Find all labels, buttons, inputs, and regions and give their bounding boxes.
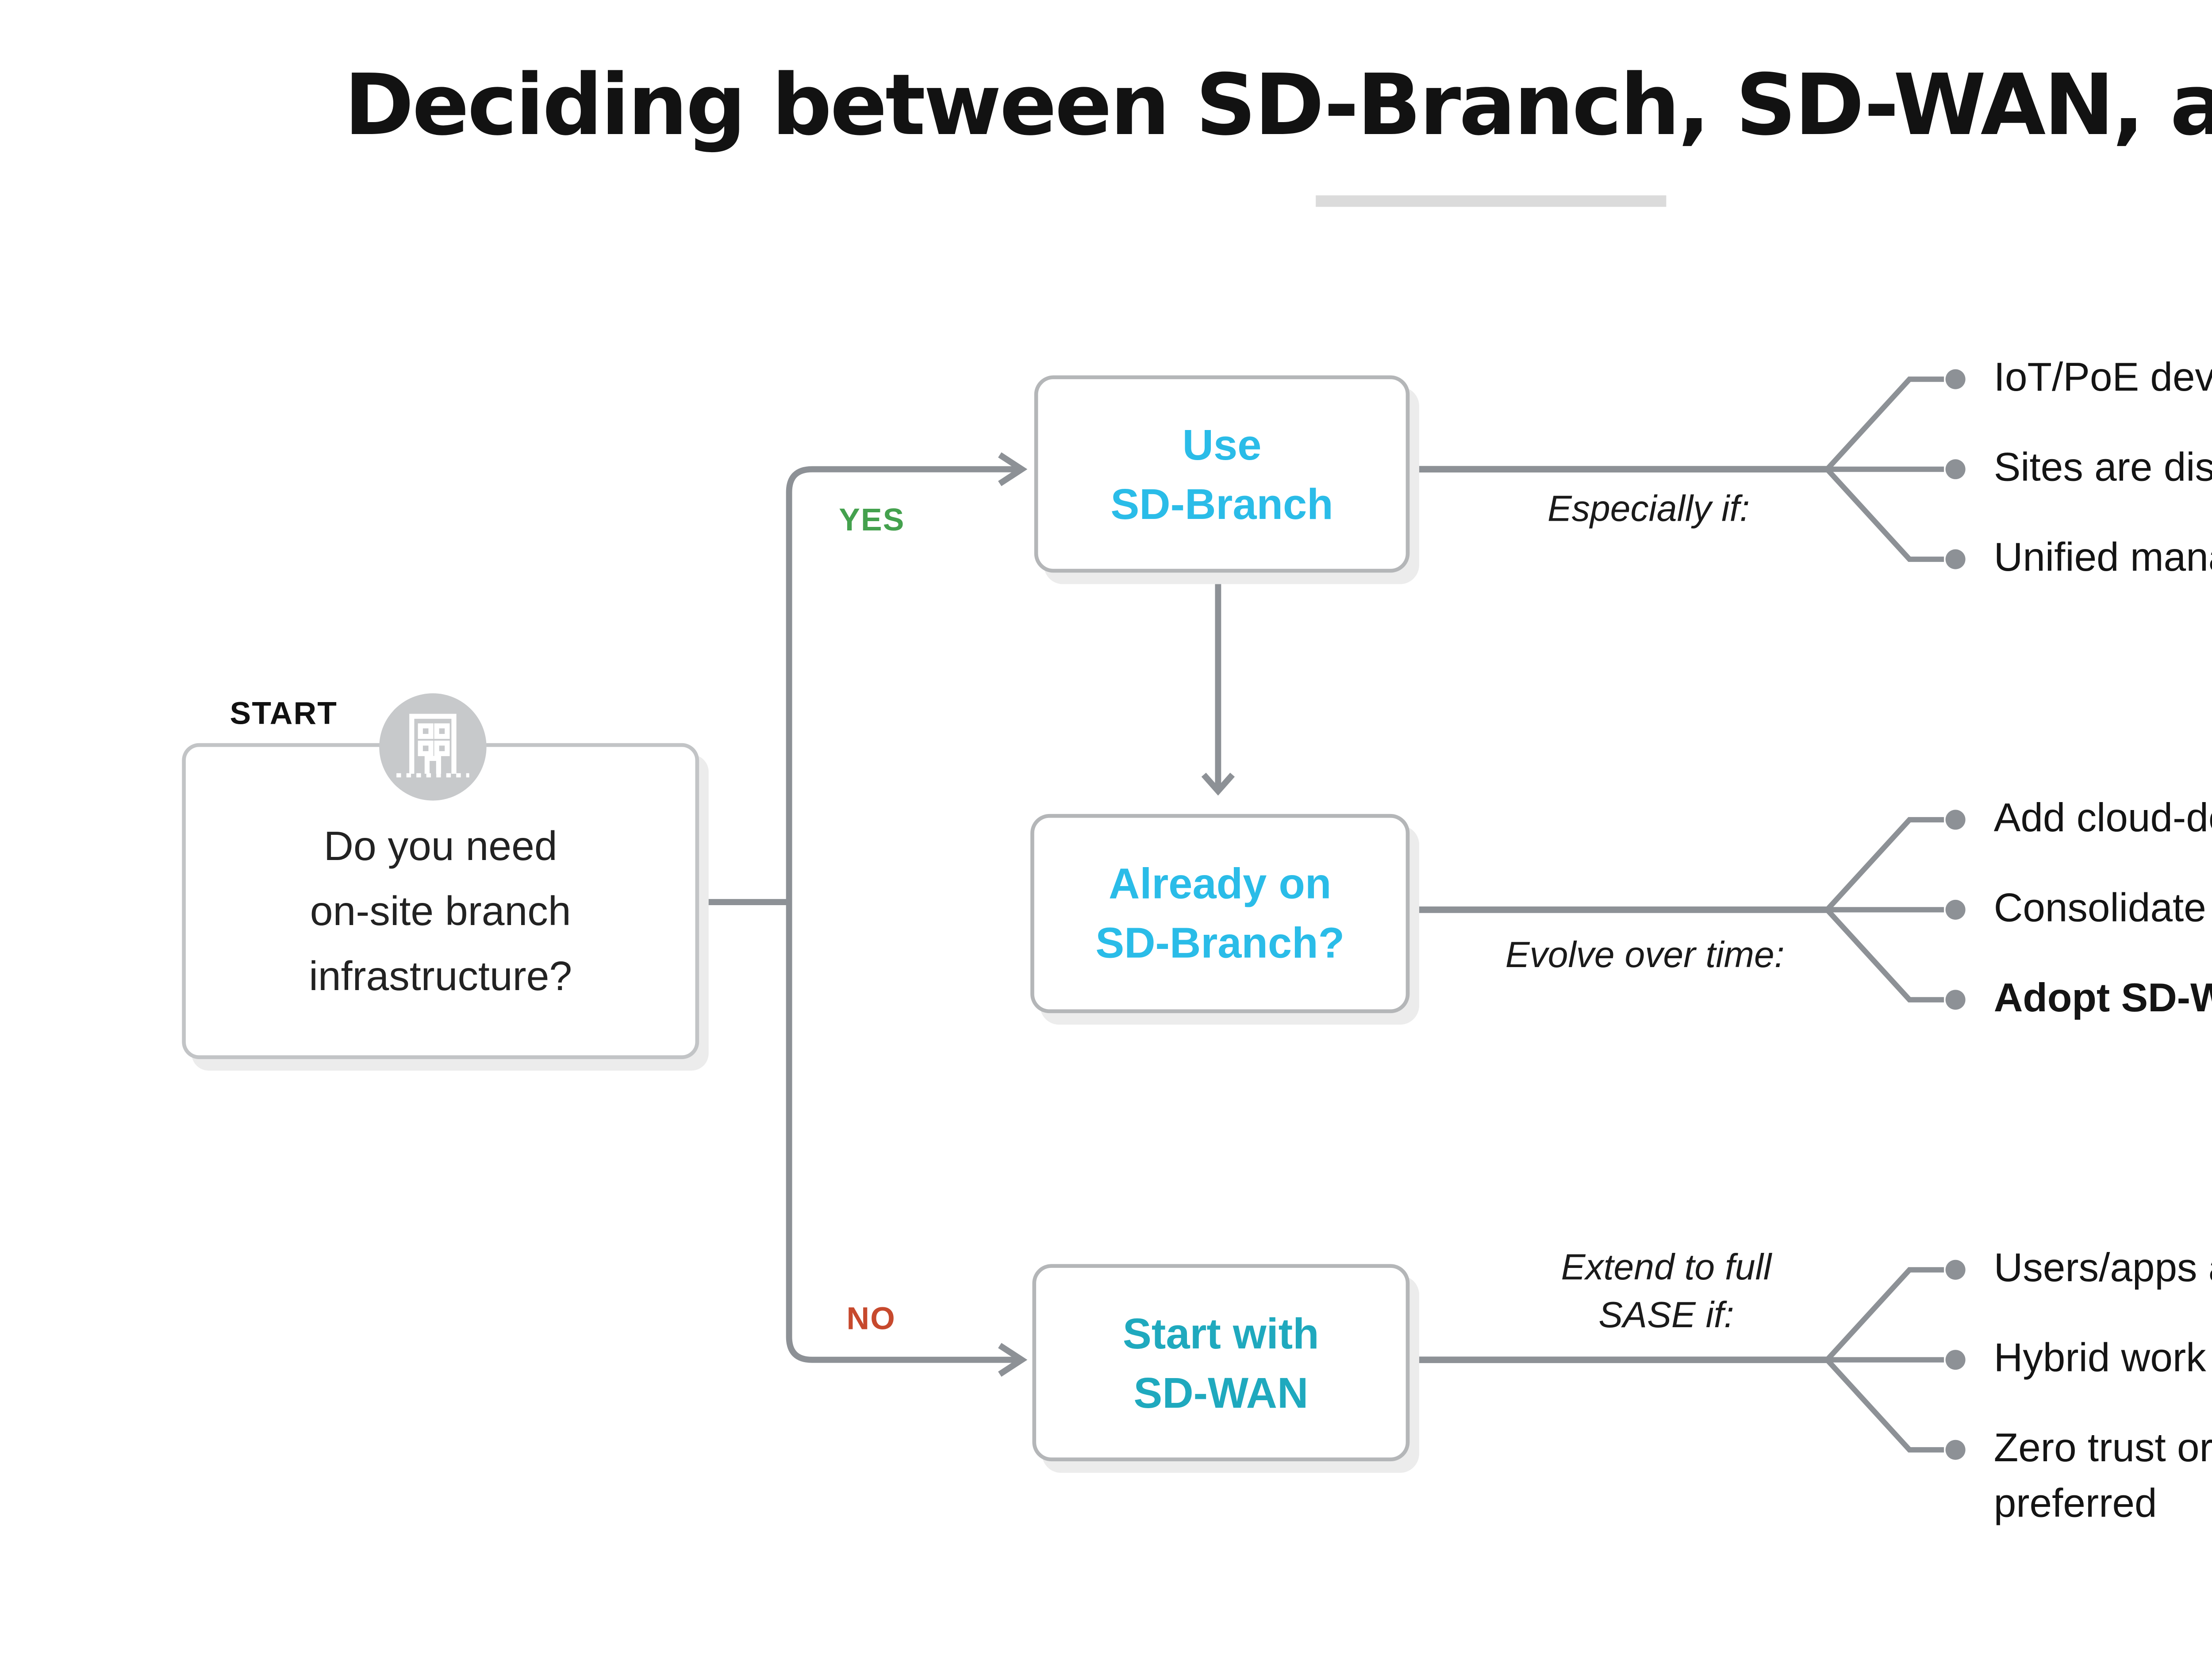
yes-no-runner-line <box>786 466 1019 1363</box>
start-node: Do you need on-site branch infrastructur… <box>182 743 699 1060</box>
qualifier-line: Extend to full <box>1561 1248 1772 1289</box>
yes-arrowhead-icon <box>998 452 1028 486</box>
start-question-line: infrastructure? <box>309 952 572 999</box>
fan-branch-line <box>1825 908 1944 1002</box>
node-title-line: SD-Branch <box>1110 480 1333 528</box>
qualifier-especially-if: Especially if: <box>1547 490 1750 531</box>
node-title-line: Start with <box>1122 1309 1319 1357</box>
bullet-dot <box>1945 810 1966 830</box>
node-title-line: Already on <box>1108 860 1332 908</box>
node-already-on-sd-branch: Already on SD-Branch? <box>1030 814 1410 1014</box>
bullet-dot <box>1945 549 1966 569</box>
bullet-item: Sites are distributed <box>1993 446 2212 491</box>
start-label: START <box>230 697 338 732</box>
fan-branch-line <box>1825 817 1944 912</box>
start-question-line: Do you need <box>323 822 557 869</box>
start-question-line: on-site branch <box>310 887 571 934</box>
bullet-item: Unified management is a priority <box>1993 536 2212 580</box>
bullet-item: Adopt SD-WAN/SASE where useful <box>1993 976 2212 1021</box>
node-title-line: SD-WAN <box>1133 1368 1309 1417</box>
bullet-dot <box>1945 899 1966 920</box>
bullet-dot <box>1945 1350 1966 1370</box>
qualifier-extend-to-full-sase: Extend to full SASE if: <box>1523 1245 1810 1340</box>
bullet-item: IoT/PoE devices are in use <box>1993 356 2212 400</box>
bullet-dot <box>1945 369 1966 389</box>
no-arrowhead-icon <box>998 1343 1028 1377</box>
building-icon <box>396 714 469 778</box>
bullet-item: Add cloud-delivered security <box>1993 796 2212 841</box>
title-divider <box>1316 195 1667 207</box>
bullet-dot <box>1945 990 1966 1010</box>
bullet-item: Consolidate stack <box>1993 887 2212 931</box>
node-start-with-sd-wan: Start with SD-WAN <box>1032 1264 1410 1462</box>
bullet-dot <box>1945 1440 1966 1460</box>
bullet-dot <box>1945 459 1966 480</box>
fan-branch-line <box>1825 467 1944 562</box>
bullet-dot <box>1945 1260 1966 1280</box>
no-label: NO <box>846 1302 896 1337</box>
fan-branch-line <box>1825 1267 1944 1362</box>
qualifier-evolve-over-time: Evolve over time: <box>1505 936 1785 977</box>
bullet-item: Hybrid work is widespread <box>1993 1336 2212 1381</box>
node-title-line: SD-Branch? <box>1095 919 1345 968</box>
fan-branch-line <box>1825 1358 1944 1453</box>
node-use-sd-branch: Use SD-Branch <box>1034 375 1410 573</box>
qualifier-line: SASE if: <box>1598 1296 1734 1337</box>
yes-label: YES <box>839 503 905 538</box>
start-icon-circle <box>379 693 487 801</box>
bullet-item: Zero trust or direct-to-app models are p… <box>1993 1427 2212 1527</box>
page-title: Deciding between SD-Branch, SD-WAN, and … <box>344 57 2212 155</box>
fan-branch-line <box>1825 376 1944 471</box>
bullet-item: Users/apps are cloud-based <box>1993 1247 2212 1291</box>
node-title-line: Use <box>1182 420 1262 469</box>
down-arrowhead-icon <box>1201 772 1235 796</box>
